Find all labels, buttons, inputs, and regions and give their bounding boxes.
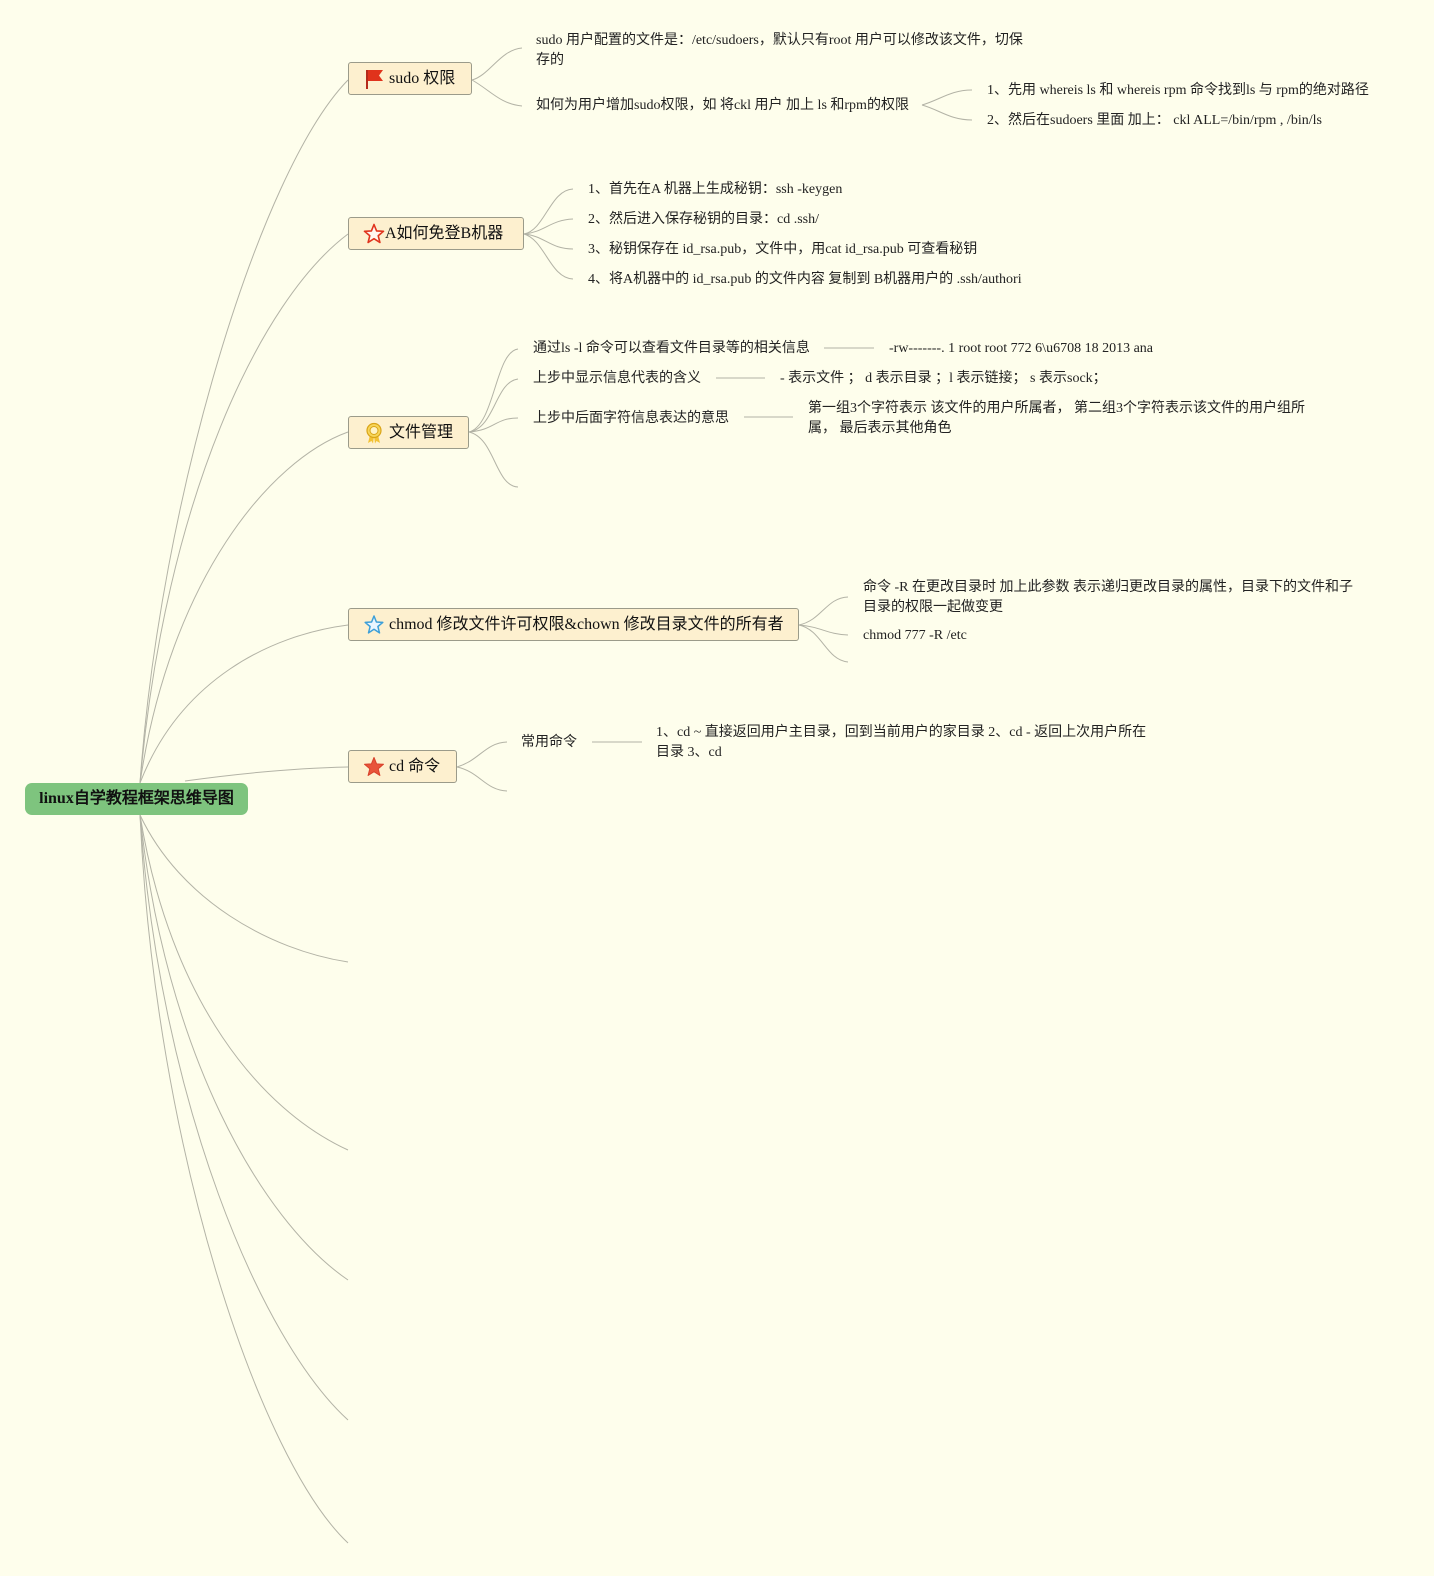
sudo-step-2[interactable]: 2、然后在sudoers 里面 加上： ckl ALL=/bin/rpm , /…	[987, 113, 1322, 128]
root-link-sudo	[139, 79, 349, 784]
topic-sudo[interactable]: sudo 权限	[348, 62, 472, 95]
ssh-step-1[interactable]: 1、首先在A 机器上生成秘钥：ssh -keygen	[588, 182, 843, 197]
files-subtopic-ls[interactable]: 通过ls -l 命令可以查看文件目录等的相关信息	[533, 341, 810, 356]
files-detail-permission-groups[interactable]: 第一组3个字符表示 该文件的用户所属者， 第二组3个字符表示该文件的用户组所属，…	[808, 401, 1305, 436]
topic-cd-command[interactable]: cd 命令	[348, 750, 457, 783]
files-link-3	[468, 417, 519, 433]
root-link-ssh	[139, 233, 349, 784]
root-node[interactable]: linux自学教程框架思维导图	[25, 783, 248, 815]
blue-star-outline-icon	[364, 615, 384, 634]
sudo-sub-link-1	[921, 89, 973, 106]
root-link-empty-2	[139, 814, 349, 1151]
topic-label: 文件管理	[389, 424, 454, 441]
topic-chmod-chown[interactable]: chmod 修改文件许可权限&chown 修改目录文件的所有者	[348, 608, 799, 641]
root-link-empty-1	[139, 814, 349, 963]
chmod-subtopic-example[interactable]: chmod 777 -R /etc	[863, 628, 967, 643]
cd-subtopic-common[interactable]: 常用命令	[521, 735, 577, 750]
chmod-link-1	[798, 596, 849, 626]
root-link-cd	[184, 766, 349, 782]
red-flag-icon	[366, 70, 383, 89]
topic-passwordless-login[interactable]: A如何免登B机器	[348, 217, 524, 250]
sudo-subtopic-add-permission[interactable]: 如何为用户增加sudo权限，如 将ckl 用户 加上 ls 和rpm的权限	[536, 98, 909, 113]
files-subtopic-permission-chars[interactable]: 上步中后面字符信息表达的意思	[533, 411, 729, 426]
topic-file-management[interactable]: 文件管理	[348, 416, 469, 449]
root-link-empty-4	[139, 814, 349, 1421]
files-subtopic-meaning[interactable]: 上步中显示信息代表的含义	[533, 371, 701, 386]
red-star-outline-icon	[363, 223, 385, 244]
sudo-link-2	[471, 79, 523, 107]
ssh-link-1	[523, 188, 574, 235]
sudo-step-1[interactable]: 1、先用 whereis ls 和 whereis rpm 命令找到ls 与 r…	[987, 83, 1369, 98]
files-link-2	[468, 378, 519, 433]
cd-link-1	[456, 741, 508, 768]
root-link-empty-5	[139, 814, 349, 1544]
files-detail-ls-output[interactable]: -rw-------. 1 root root 772 6\u6708 18 2…	[889, 341, 1153, 356]
ssh-step-2[interactable]: 2、然后进入保存秘钥的目录：cd .ssh/	[588, 212, 819, 227]
files-link-1	[468, 348, 519, 433]
root-link-empty-3	[139, 814, 349, 1281]
ssh-link-3	[523, 233, 574, 250]
root-link-chmod	[139, 624, 349, 784]
sudo-sub-link-2	[921, 104, 973, 121]
ssh-link-2	[523, 218, 574, 235]
files-detail-types[interactable]: - 表示文件 ； d 表示目录 ；l 表示链接； s 表示sock；	[780, 371, 1107, 386]
ssh-step-4[interactable]: 4、将A机器中的 id_rsa.pub 的文件内容 复制到 B机器用户的 .ss…	[588, 272, 1022, 287]
root-link-files	[139, 431, 349, 784]
topic-label: cd 命令	[389, 758, 441, 775]
ssh-step-3[interactable]: 3、秘钥保存在 id_rsa.pub，文件中，用cat id_rsa.pub 可…	[588, 242, 978, 257]
sudo-subtopic-config-file[interactable]: sudo 用户配置的文件是：/etc/sudoers，默认只有root 用户可以…	[536, 33, 1023, 68]
ssh-link-4	[523, 233, 574, 280]
topic-label: sudo 权限	[389, 70, 456, 87]
topic-label: A如何免登B机器	[385, 225, 504, 242]
topic-label: chmod 修改文件许可权限&chown 修改目录文件的所有者	[389, 616, 784, 633]
cd-link-2	[456, 766, 508, 792]
chmod-link-2	[798, 624, 849, 636]
chmod-subtopic-recursive[interactable]: 命令 -R 在更改目录时 加上此参数 表示递归更改目录的属性，目录下的文件和子目…	[863, 580, 1353, 615]
award-medal-icon	[366, 422, 382, 444]
files-link-4	[468, 431, 519, 488]
sudo-link-1	[471, 47, 523, 81]
red-star-filled-icon	[364, 757, 384, 776]
chmod-link-3	[798, 624, 849, 663]
cd-detail-commands[interactable]: 1、cd ~ 直接返回用户主目录，回到当前用户的家目录 2、cd - 返回上次用…	[656, 725, 1147, 760]
